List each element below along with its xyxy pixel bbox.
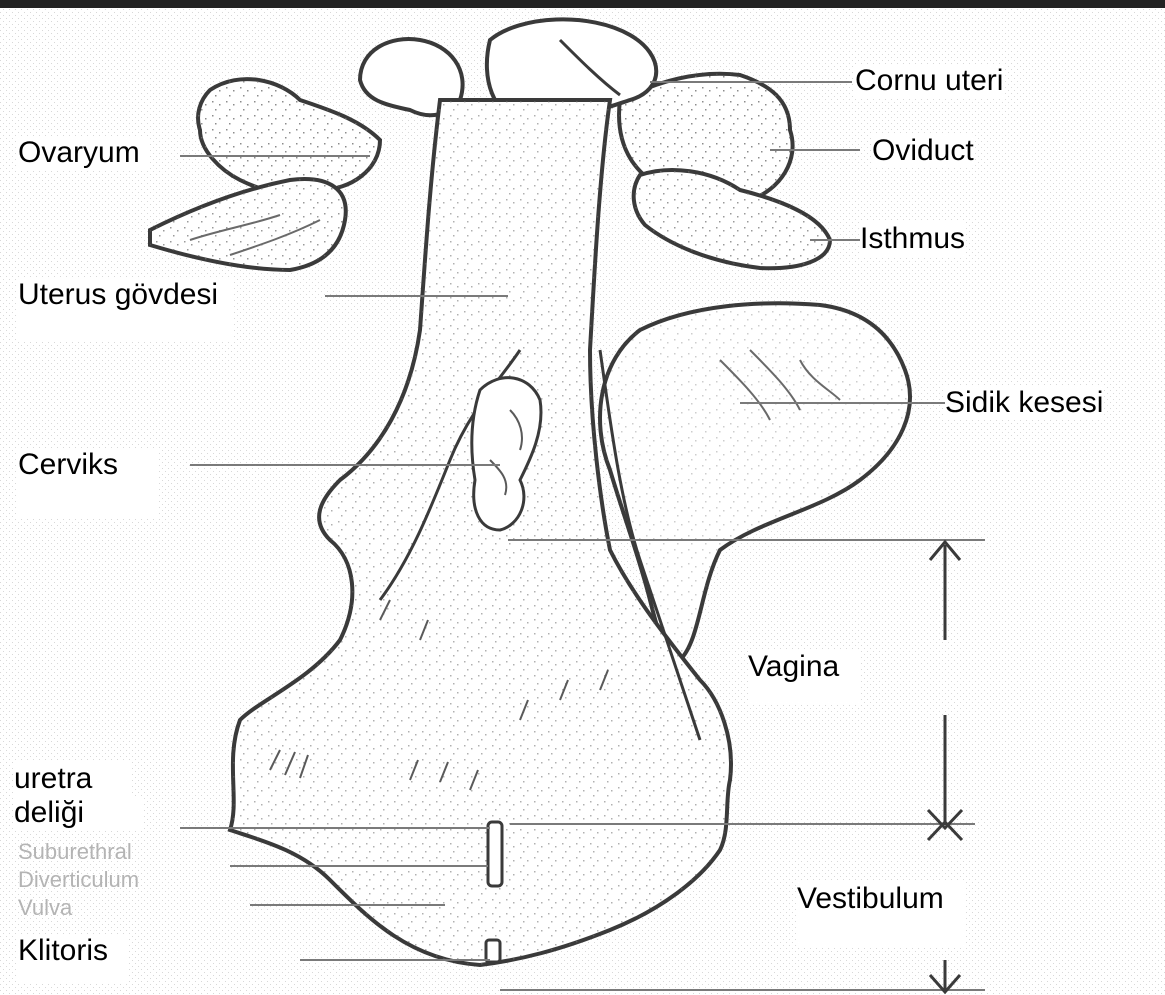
label-oviduct: Oviduct — [872, 134, 974, 168]
label-klitoris: Klitoris — [18, 934, 128, 984]
label-diverticulum: Diverticulum — [18, 868, 139, 892]
label-isthmus: Isthmus — [860, 222, 965, 256]
label-uterus-govdesi: Uterus gövdesi — [18, 278, 234, 342]
label-suburethral: Suburethral — [18, 840, 132, 864]
clitoris-shape — [486, 940, 500, 962]
label-vulva: Vulva — [18, 896, 72, 920]
urethral-opening — [488, 822, 502, 886]
label-ovaryum: Ovaryum — [18, 136, 148, 170]
top-border — [0, 0, 1165, 8]
label-sidik-kesesi: Sidik kesesi — [945, 386, 1103, 420]
label-uretra: uretra — [14, 762, 132, 796]
label-cornu-uteri: Cornu uteri — [855, 64, 1003, 98]
label-vestibulum: Vestibulum — [797, 882, 964, 946]
label-deligi: deliği — [14, 796, 142, 830]
label-vagina: Vagina — [748, 650, 859, 704]
label-cerviks: Cerviks — [18, 448, 158, 518]
